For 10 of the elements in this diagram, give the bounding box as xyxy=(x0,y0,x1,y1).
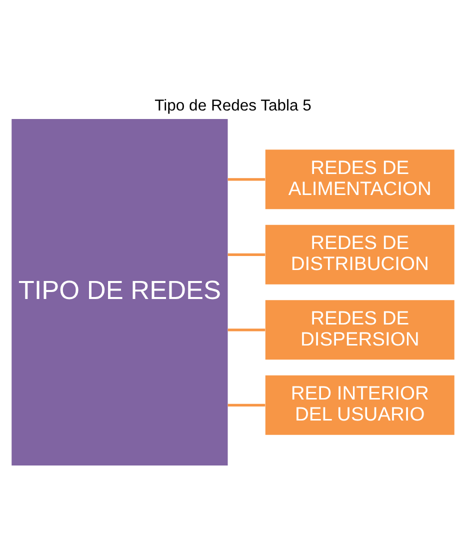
connector xyxy=(228,178,266,181)
connector xyxy=(228,404,266,406)
connector xyxy=(228,253,266,256)
connector xyxy=(228,328,266,332)
diagram-title: Tipo de Redes Tabla 5 xyxy=(154,98,312,115)
node-box: REDES DE DISTRIBUCION xyxy=(265,224,454,284)
node-box: TIPO DE REDES xyxy=(12,119,228,466)
node-box: RED INTERIOR DEL USUARIO xyxy=(265,375,454,435)
node-box: REDES DE DISPERSION xyxy=(265,300,454,360)
node-box: REDES DE ALIMENTACION xyxy=(265,150,454,210)
